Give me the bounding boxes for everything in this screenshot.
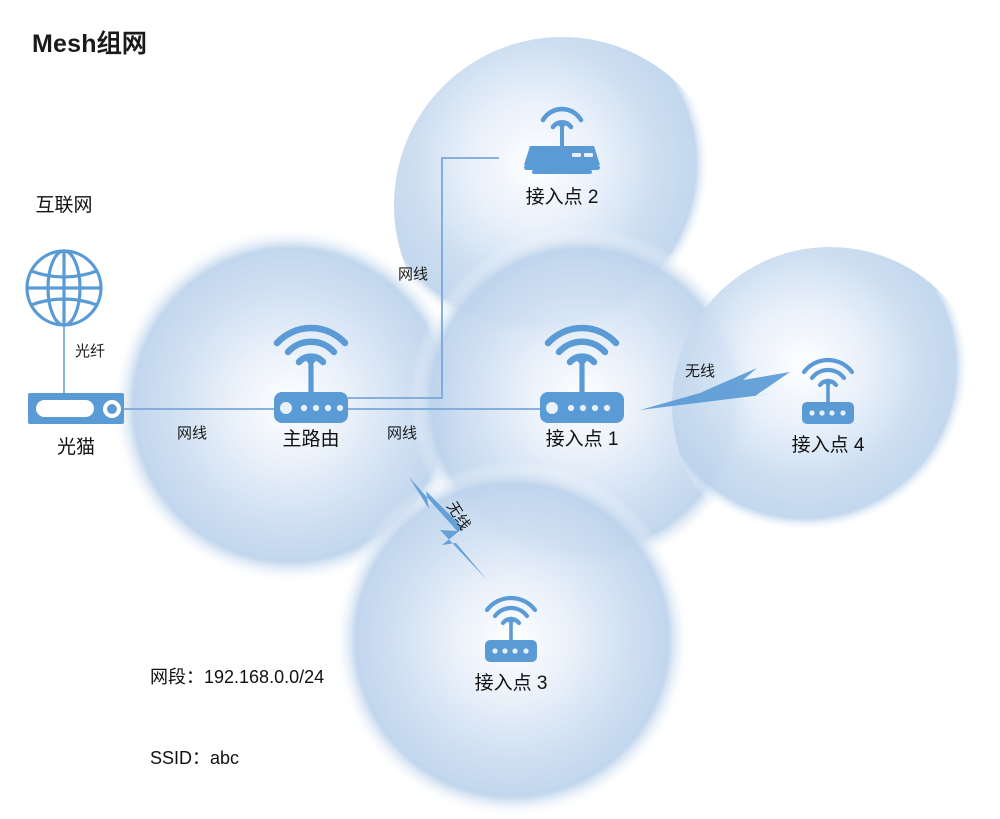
- wireless-layer: [409, 368, 790, 580]
- node-label-router: 主路由: [282, 429, 340, 450]
- modem-icon: [28, 393, 124, 424]
- link-label-internet-modem: 光纤: [74, 343, 106, 360]
- router-antenna-icon-router: [273, 324, 349, 423]
- page-title: Mesh组网: [32, 30, 148, 58]
- router-small-icon-ap3: [484, 595, 538, 662]
- node-label-internet: 互联网: [35, 195, 93, 216]
- router-small-icon-ap4: [801, 357, 855, 424]
- node-label-modem: 光猫: [56, 437, 96, 458]
- subnet-line: 网段：192.168.0.0/24: [150, 667, 325, 687]
- node-label-ap4: 接入点 4: [791, 435, 865, 456]
- globe-icon: [25, 249, 103, 327]
- ssid-line: SSID：abc: [150, 748, 240, 768]
- router-flat-icon-ap2: [524, 106, 600, 174]
- node-label-ap1: 接入点 1: [545, 429, 619, 450]
- wireless-bolt-ap1-ap4: [640, 368, 790, 410]
- link-label-router-ap2: 网线: [397, 266, 429, 283]
- link-layer: [63, 157, 540, 410]
- node-label-ap2: 接入点 2: [525, 187, 599, 208]
- link-router-ap2: [348, 157, 499, 399]
- node-label-ap3: 接入点 3: [474, 673, 548, 694]
- link-label-ap1-ap4: 无线: [684, 363, 716, 380]
- link-label-router-ap1: 网线: [386, 425, 418, 442]
- wireless-bolt-router-ap3: [409, 477, 487, 580]
- link-label-modem-router: 网线: [176, 425, 208, 442]
- network-info-block: 网段：192.168.0.0/24 SSID：abc: [150, 610, 324, 799]
- router-antenna-icon-ap1: [540, 324, 624, 423]
